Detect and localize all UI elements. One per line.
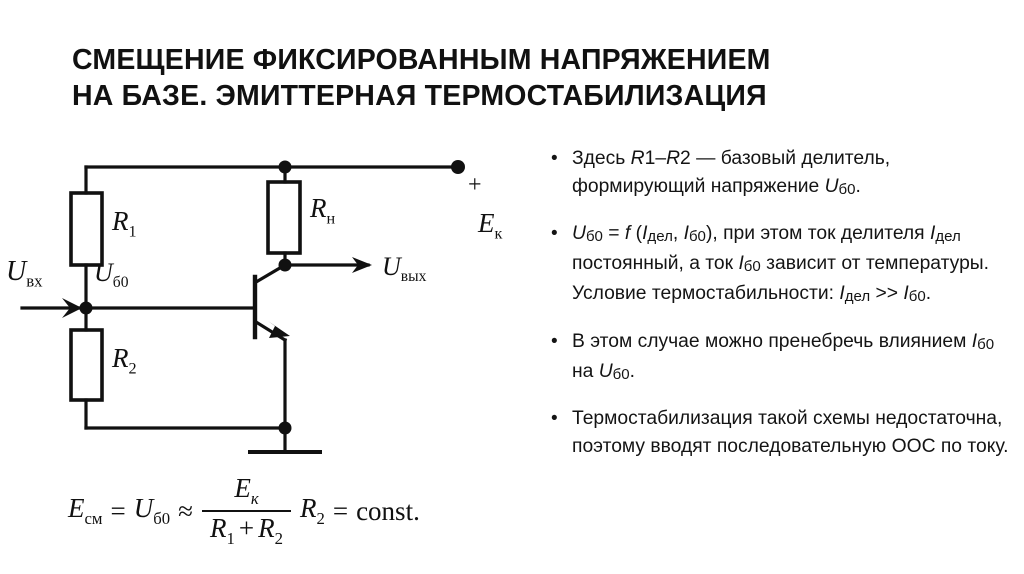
formula-denominator: R1+R2 [209, 513, 283, 549]
resistor-r2-body [69, 328, 104, 402]
label-rn: Rн [310, 193, 336, 228]
label-r2: R2 [112, 343, 137, 378]
bullet-item: • Термостабилизация такой схемы недостато… [546, 405, 1014, 460]
emitter-arrow-head [268, 321, 290, 338]
bullet-marker-icon: • [551, 148, 558, 169]
node-base-divider [79, 301, 93, 315]
label-supply-plus: + [468, 172, 482, 198]
bullet-text: Uб0 = f (Iдел, Iб0), при этом ток делите… [572, 222, 990, 306]
formula-lhs: Eсм [68, 492, 103, 528]
formula-equals-1: = [110, 495, 126, 526]
label-e-k: Eк [478, 208, 503, 243]
wire-emitter-lead [253, 319, 288, 343]
formula-multiplier: R2 [299, 492, 325, 528]
resistor-r1-body [69, 191, 104, 267]
formula-numerator: Eк [234, 473, 259, 509]
page-title: СМЕЩЕНИЕ ФИКСИРОВАННЫМ НАПРЯЖЕНИЕМ НА БА… [72, 44, 771, 112]
bullet-marker-icon: • [551, 330, 558, 352]
node-rail-rn [278, 160, 292, 174]
terminal-supply-positive [451, 160, 465, 174]
label-u-b0: Uб0 [94, 258, 129, 292]
bullet-list: • Здесь R1–R2 — базовый делитель, формиру… [546, 145, 1014, 477]
input-arrow-head [62, 298, 82, 318]
bullet-item: • В этом случае можно пренебречь влиянием… [546, 328, 1014, 389]
arrow-heads [62, 257, 372, 338]
node-collector-output [278, 258, 292, 272]
bullet-marker-icon: • [551, 408, 558, 430]
circuit-diagram: R1 R2 Rн Uвх Uб0 Uвых + Eк [0, 130, 540, 475]
node-emitter-ground [278, 421, 292, 435]
resistor-rn-body [266, 180, 302, 255]
formula-u-b0: Uб0 [133, 492, 171, 528]
label-u-input: Uвх [6, 256, 43, 291]
bullet-item: • Здесь R1–R2 — базовый делитель, формиру… [546, 145, 1014, 203]
formula-const: const. [356, 495, 420, 526]
bias-voltage-formula: Eсм = Uб0 ≈ Eк R1+R2 R2 = const. [64, 468, 504, 554]
label-r1: R1 [112, 206, 137, 241]
circuit-svg [20, 160, 465, 454]
bullet-marker-icon: • [551, 222, 558, 244]
bullet-text: Термостабилизация такой схемы недостаточ… [572, 408, 1009, 457]
formula-fraction-bar [201, 510, 291, 512]
bullet-item: • Uб0 = f (Iдел, Iб0), при этом ток делит… [546, 220, 1014, 311]
bullet-text: Здесь R1–R2 — базовый делитель, формирую… [572, 148, 891, 198]
formula-equals-2: = [332, 495, 349, 526]
formula-fraction: Eк R1+R2 [201, 473, 291, 549]
formula-approx: ≈ [178, 495, 193, 526]
bullet-text: В этом случае можно пренебречь влиянием … [572, 330, 995, 383]
output-arrow-head [352, 257, 372, 273]
label-u-output: Uвых [382, 252, 427, 286]
junction-dots [79, 160, 465, 435]
